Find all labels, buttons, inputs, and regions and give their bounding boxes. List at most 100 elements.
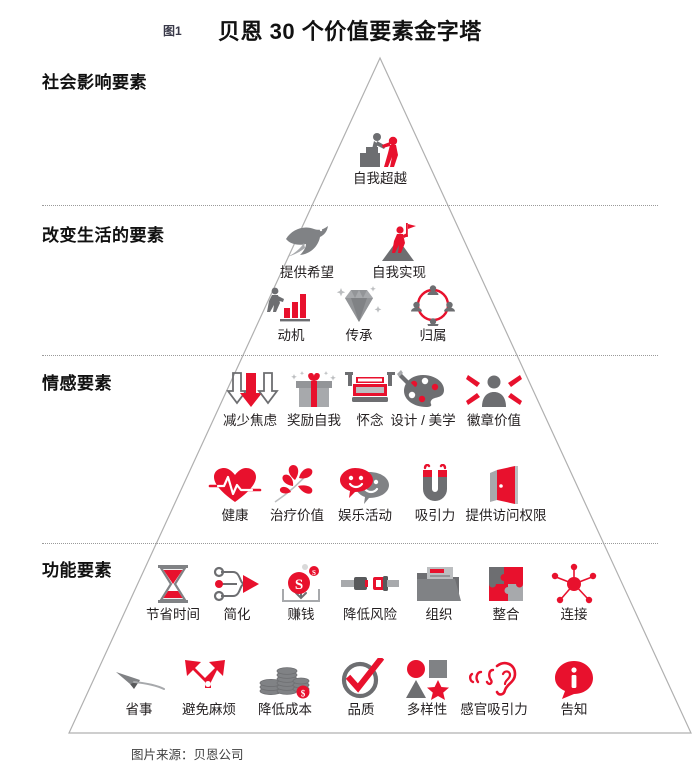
element-label: 自我实现 (372, 265, 426, 280)
leaves-icon (258, 464, 336, 506)
element-label: 设计 / 美学 (390, 413, 456, 428)
element-label: 品质 (347, 702, 375, 717)
element-attractiveness[interactable]: 吸引力 (396, 464, 474, 524)
figure-number: 图1 (163, 24, 182, 38)
element-design-aesthetics[interactable]: 设计 / 美学 (388, 369, 458, 429)
element-quality[interactable]: 品质 (322, 658, 400, 718)
make-money-icon: S S (262, 563, 340, 605)
info-bubble-icon (535, 658, 613, 700)
element-label: 降低成本 (258, 702, 312, 717)
self-transcendence-icon (341, 127, 419, 169)
element-wellness[interactable]: 健康 (196, 464, 274, 524)
page-title: 贝恩 30 个价值要素金字塔 (218, 19, 482, 44)
element-label: 健康 (221, 508, 249, 523)
element-reduces-anxiety[interactable]: 减少焦虑 (211, 369, 289, 429)
element-label: 简化 (223, 607, 251, 622)
element-provides-access[interactable]: 提供访问权限 (460, 464, 552, 524)
heart-pulse-icon (196, 464, 274, 506)
element-label: 节省时间 (146, 607, 200, 622)
gift-box-icon (275, 369, 353, 411)
element-label: 降低风险 (343, 607, 397, 622)
element-integrates[interactable]: 整合 (467, 563, 545, 623)
element-therapeutic-value[interactable]: 治疗价值 (258, 464, 336, 524)
hourglass-icon (134, 563, 212, 605)
folder-icon (400, 563, 478, 605)
element-label: 提供希望 (280, 265, 334, 280)
element-hope[interactable]: 提供希望 (268, 221, 346, 281)
element-badge-value[interactable]: 徽章价值 (455, 369, 533, 429)
element-heirloom[interactable]: 传承 (320, 284, 398, 344)
element-label: 动机 (277, 328, 305, 343)
element-informs[interactable]: 告知 (535, 658, 613, 718)
source-note: 图片来源：贝恩公司 (131, 748, 244, 762)
element-label: 提供访问权限 (465, 508, 547, 523)
diamond-heirloom-icon (320, 284, 398, 326)
element-self-transcendence[interactable]: 自我超越 (341, 127, 419, 187)
element-reduces-risk[interactable]: 降低风险 (331, 563, 409, 623)
element-connects[interactable]: 连接 (535, 563, 613, 623)
element-rewards-me[interactable]: 奖励自我 (275, 369, 353, 429)
simplify-arrow-icon (198, 563, 276, 605)
runner-chart-icon (252, 284, 330, 326)
element-avoids-hassles[interactable]: 避免麻烦 (170, 658, 248, 718)
element-label: 减少焦虑 (223, 413, 277, 428)
element-sensory-appeal[interactable]: 感官吸引力 (455, 658, 533, 718)
element-label: 多样性 (406, 702, 448, 717)
puzzle-icon (467, 563, 545, 605)
element-label: 归属 (419, 328, 447, 343)
element-label: 组织 (425, 607, 453, 622)
element-organizes[interactable]: 组织 (400, 563, 478, 623)
element-label: 吸引力 (414, 508, 456, 523)
tier-divider-social (42, 205, 658, 206)
element-variety[interactable]: 多样性 (388, 658, 466, 718)
magnet-icon (396, 464, 474, 506)
mountain-flag-icon (360, 221, 438, 263)
element-reduces-effort[interactable]: 省事 (100, 658, 178, 718)
network-icon (535, 563, 613, 605)
svg-text:S: S (295, 577, 303, 593)
element-label: 怀念 (356, 413, 384, 428)
dove-hope-icon (268, 221, 346, 263)
element-saves-time[interactable]: 节省时间 (134, 563, 212, 623)
svg-text:S: S (312, 569, 316, 577)
tier-label-life-changing: 改变生活的要素 (42, 226, 165, 245)
element-label: 传承 (345, 328, 373, 343)
down-arrows-icon (211, 369, 289, 411)
element-nostalgia[interactable]: 怀念 (331, 369, 409, 429)
element-label: 娱乐活动 (338, 508, 392, 523)
element-label: 徽章价值 (467, 413, 521, 428)
element-label: 连接 (560, 607, 588, 622)
tier-label-functional: 功能要素 (42, 561, 112, 580)
ear-icon (455, 658, 533, 700)
smiley-chat-icon (326, 464, 404, 506)
paper-plane-icon (100, 658, 178, 700)
element-makes-money[interactable]: S S 赚钱 (262, 563, 340, 623)
badge-person-icon (455, 369, 533, 411)
tier-label-emotional: 情感要素 (42, 374, 112, 393)
element-simplifies[interactable]: 简化 (198, 563, 276, 623)
typewriter-icon (331, 369, 409, 411)
fork-arrows-icon (170, 658, 248, 700)
element-label: 感官吸引力 (460, 702, 528, 717)
palette-icon (388, 369, 458, 411)
element-fun-entertainment[interactable]: 娱乐活动 (326, 464, 404, 524)
element-reduces-cost[interactable]: $ 降低成本 (246, 658, 324, 718)
element-label: 告知 (560, 702, 588, 717)
affiliation-circle-icon (394, 284, 472, 326)
coins-icon: $ (246, 658, 324, 700)
svg-text:$: $ (301, 689, 306, 699)
element-label: 赚钱 (287, 607, 315, 622)
element-motivation[interactable]: 动机 (252, 284, 330, 344)
tier-label-social-impact: 社会影响要素 (42, 73, 147, 92)
element-label: 自我超越 (353, 171, 407, 186)
check-circle-icon (322, 658, 400, 700)
element-label: 省事 (125, 702, 153, 717)
element-label: 奖励自我 (287, 413, 341, 428)
seatbelt-icon (331, 563, 409, 605)
element-affiliation[interactable]: 归属 (394, 284, 472, 344)
shapes-variety-icon (388, 658, 466, 700)
element-label: 避免麻烦 (182, 702, 236, 717)
chart-header: 图1 贝恩 30 个价值要素金字塔 (0, 8, 700, 48)
element-label: 治疗价值 (270, 508, 324, 523)
element-self-actualization[interactable]: 自我实现 (360, 221, 438, 281)
